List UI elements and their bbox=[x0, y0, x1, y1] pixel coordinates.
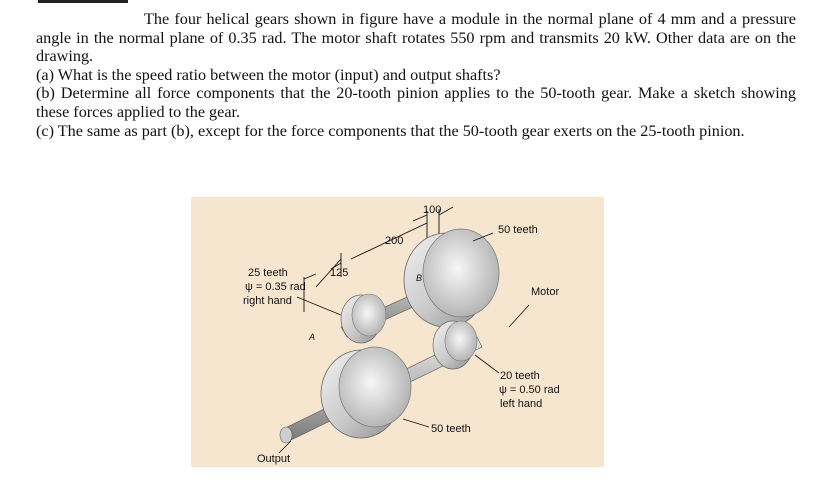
label-25-helix-angle: ψ = 0.35 rad bbox=[245, 281, 306, 293]
problem-statement: The four helical gears shown in figure h… bbox=[36, 10, 796, 140]
point-b-label: B bbox=[416, 273, 423, 283]
label-20-helix-angle: ψ = 0.50 rad bbox=[499, 384, 560, 396]
label-50-teeth-bottom: 50 teeth bbox=[431, 423, 471, 435]
label-25-teeth: 25 teeth bbox=[248, 267, 288, 279]
lower-shaft bbox=[279, 320, 483, 444]
label-25-hand: right hand bbox=[243, 295, 292, 307]
label-20-hand: left hand bbox=[500, 398, 543, 410]
point-a-label: A bbox=[309, 332, 316, 342]
dim-200: 200 bbox=[385, 235, 404, 247]
dim-125: 125 bbox=[330, 267, 349, 279]
gear-train-figure: 100 200 125 50 teeth 25 teeth ψ = 0.35 r… bbox=[191, 197, 604, 467]
problem-intro: The four helical gears shown in figure h… bbox=[36, 10, 796, 66]
leader-lines bbox=[278, 232, 530, 454]
top-rule bbox=[38, 0, 128, 3]
label-50-teeth-top: 50 teeth bbox=[498, 224, 538, 236]
question-c: (c) The same as part (b), except for the… bbox=[36, 121, 745, 140]
question-a: (a) What is the speed ratio between the … bbox=[36, 65, 501, 84]
label-output: Output bbox=[257, 453, 291, 465]
dim-100: 100 bbox=[423, 204, 442, 216]
label-motor: Motor bbox=[531, 286, 560, 298]
label-20-teeth: 20 teeth bbox=[500, 370, 540, 382]
upper-shaft bbox=[340, 228, 500, 344]
question-b: (b) Determine all force components that … bbox=[36, 84, 796, 121]
gear-drawing bbox=[278, 206, 530, 454]
